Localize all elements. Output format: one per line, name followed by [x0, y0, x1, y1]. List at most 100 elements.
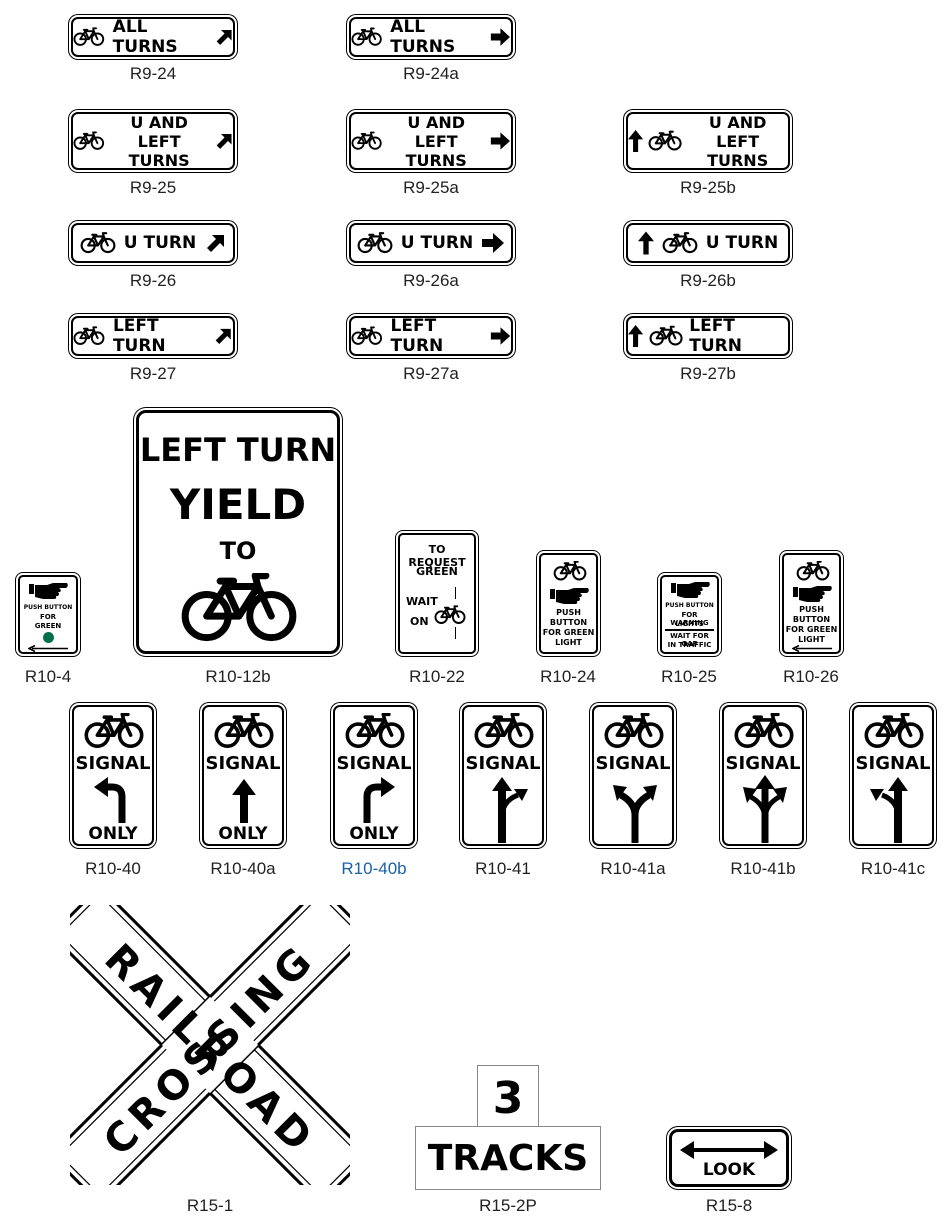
left-straight-arrow-icon — [870, 777, 908, 843]
caption-r9-26a: R9-26a — [403, 271, 459, 290]
sign-line: BUTTON — [549, 618, 588, 627]
sign-line: FOR WARNING — [670, 611, 709, 627]
sign-line: PUSH BUTTON — [23, 604, 73, 611]
turn-left-arrow-icon — [94, 777, 126, 823]
sign-bottom-text: ONLY — [349, 824, 399, 844]
sign-text: U TURN — [705, 233, 779, 253]
sign-r10-25: PUSH BUTTON FOR WARNING LIGHTS WAIT FOR … — [660, 575, 719, 654]
divider — [455, 627, 456, 639]
sign-r10-26: PUSH BUTTON FOR GREEN LIGHT — [782, 553, 841, 654]
sign-r10-40: SIGNAL ONLY — [72, 705, 154, 846]
sign-text: LEFT TURN — [112, 316, 166, 356]
sign-r10-22: TO REQUEST GREEN WAIT ON — [398, 533, 476, 654]
arrow-up-icon — [638, 231, 654, 255]
bicycle-icon — [82, 713, 146, 749]
caption-r10-22: R10-22 — [409, 667, 465, 686]
caption-r15-8: R15-8 — [705, 1196, 753, 1215]
sign-r10-41a: SIGNAL — [592, 705, 674, 846]
sign-line: LEFT TURN — [139, 431, 337, 469]
sign-r10-40a: SIGNAL ONLY — [202, 705, 284, 846]
sign-top-text: SIGNAL — [725, 753, 801, 774]
bicycle-icon — [434, 605, 466, 625]
sign-r15-8: LOOK — [669, 1129, 789, 1187]
sign-top-text: SIGNAL — [595, 753, 671, 774]
sign-top-text: SIGNAL — [465, 753, 541, 774]
sign-line: FOR — [39, 613, 57, 621]
arrow-diagonal-icon — [214, 130, 233, 152]
tracks-number-panel — [477, 1065, 539, 1127]
hand-pointer-icon — [27, 582, 71, 602]
sign-line: U AND LEFT — [130, 112, 188, 151]
caption-r10-41: R10-41 — [475, 859, 531, 878]
divider — [455, 587, 456, 599]
sign-r9-25: U AND LEFT TURNS — [71, 112, 235, 170]
bicycle-icon — [80, 232, 116, 254]
hand-pointer-icon — [791, 585, 835, 605]
arrow-left-icon — [792, 645, 832, 652]
caption-r9-26: R9-26 — [129, 271, 177, 290]
tracks-number: 3 — [492, 1073, 524, 1124]
left-right-fork-arrow-icon — [613, 785, 657, 843]
sign-r9-24a: ALL TURNS — [349, 17, 513, 57]
arrow-up-icon — [628, 324, 643, 348]
divider — [665, 629, 714, 631]
arrow-diagonal-icon — [214, 26, 233, 48]
sign-r10-24: PUSH BUTTON FOR GREEN LIGHT — [539, 553, 598, 654]
sign-r15-1: RAILROAD CROSSING — [70, 905, 350, 1185]
hand-pointer-icon — [548, 587, 592, 607]
sign-r9-25a: U AND LEFT TURNS — [349, 112, 513, 170]
sign-r9-26b: U TURN — [626, 223, 790, 263]
caption-r9-25: R9-25 — [129, 178, 177, 197]
bicycle-icon — [862, 713, 926, 749]
bicycle-icon — [212, 713, 276, 749]
arrow-diagonal-icon — [204, 232, 226, 254]
three-way-arrow-icon — [743, 775, 787, 843]
caption-r10-26: R10-26 — [783, 667, 839, 686]
sign-line: YIELD — [169, 480, 307, 529]
caption-r10-40a: R10-40a — [210, 859, 276, 878]
bicycle-icon — [357, 232, 393, 254]
bicycle-icon — [472, 713, 536, 749]
caption-r15-1: R15-1 — [186, 1196, 234, 1215]
sign-line: LIGHT — [555, 638, 582, 647]
caption-r10-40b: R10-40b — [341, 859, 407, 878]
straight-right-arrow-icon — [492, 777, 528, 843]
arrow-up-icon — [232, 779, 256, 823]
bicycle-icon — [73, 26, 105, 48]
arrow-right-icon — [490, 326, 511, 346]
caption-r10-41c: R10-41c — [860, 859, 926, 878]
sign-r10-4: PUSH BUTTON FOR GREEN — [18, 575, 78, 654]
sign-line: FOR GREEN — [785, 625, 838, 634]
bicycle-icon — [73, 130, 105, 152]
sign-line: WAIT FOR GAP — [670, 632, 709, 648]
sign-line: GREEN — [34, 622, 62, 630]
sign-line: TURNS — [405, 150, 467, 170]
crossbuck-shape — [70, 905, 350, 1185]
caption-r9-24a: R9-24a — [403, 64, 459, 83]
caption-r9-25b: R9-25b — [680, 178, 736, 197]
sign-line: U AND LEFT — [407, 112, 466, 151]
sign-line: IN TRAFFIC — [667, 641, 712, 649]
sign-line: ON — [410, 615, 429, 628]
bicycle-icon — [73, 325, 105, 347]
caption-r10-41b: R10-41b — [730, 859, 796, 878]
caption-r9-27a: R9-27a — [403, 364, 459, 383]
sign-line: WAIT — [406, 595, 438, 608]
sign-r9-27b: LEFT TURN — [626, 316, 790, 356]
arrow-right-icon — [490, 131, 511, 151]
caption-r10-40: R10-40 — [85, 859, 141, 878]
caption-r15-2p: R15-2P — [479, 1196, 537, 1215]
arrow-up-icon — [628, 128, 643, 154]
sign-r9-27a: LEFT TURN — [349, 316, 513, 356]
sign-r9-26: U TURN — [71, 223, 235, 263]
bicycle-icon — [732, 713, 796, 749]
bicycle-icon — [796, 561, 830, 581]
sign-line: U AND LEFT — [708, 112, 767, 151]
arrow-right-icon — [481, 233, 505, 253]
hand-pointer-icon — [669, 581, 713, 601]
bicycle-icon — [553, 561, 587, 581]
sign-top-text: SIGNAL — [336, 753, 412, 774]
sign-r9-25b: U AND LEFT TURNS — [626, 112, 790, 170]
bicycle-icon — [351, 130, 382, 152]
sign-r10-12b: LEFT TURN YIELD TO — [136, 410, 340, 654]
